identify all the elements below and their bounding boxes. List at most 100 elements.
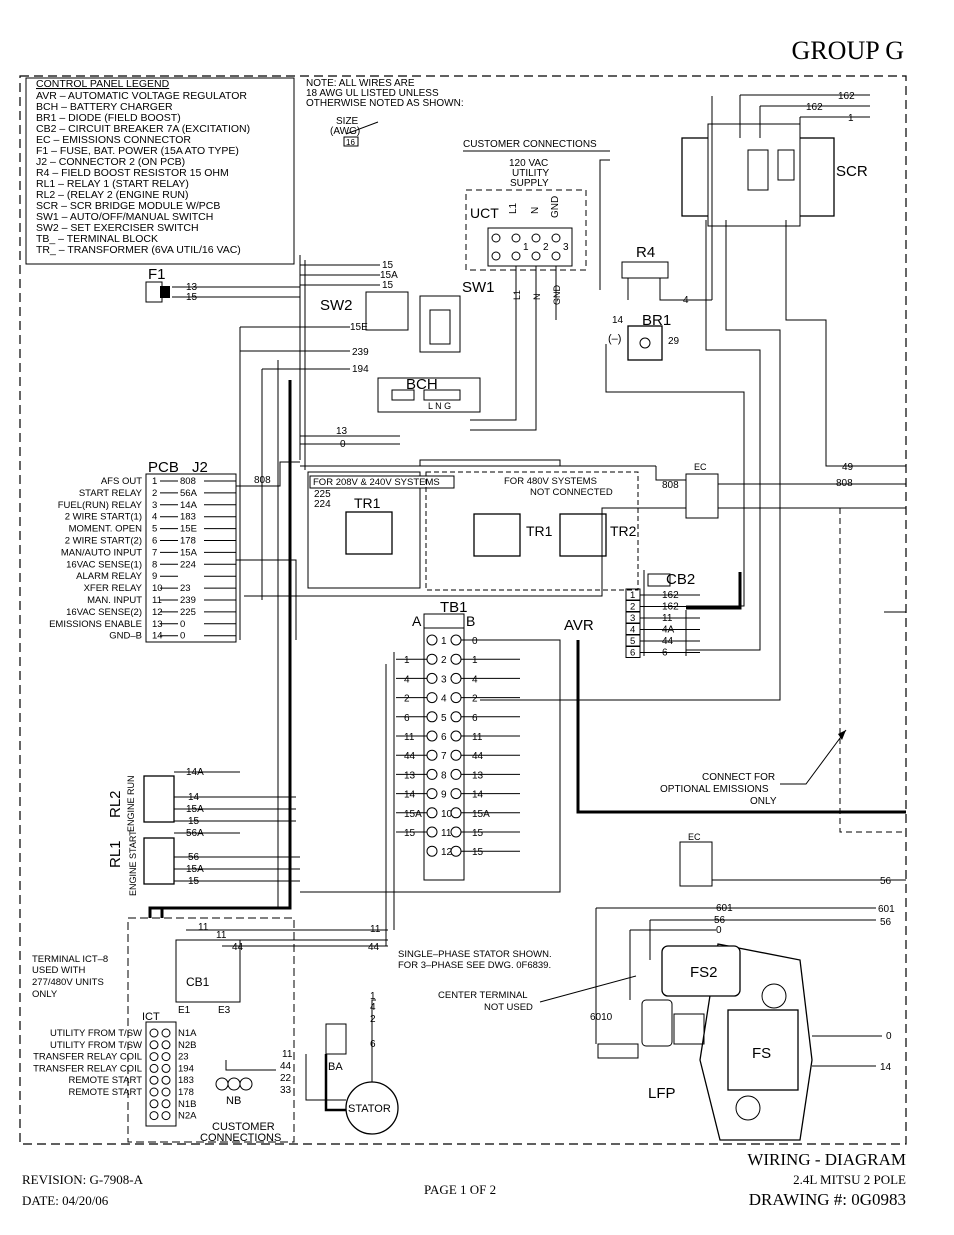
uct-num: 3	[563, 242, 569, 253]
ict-row-label: REMOTE START	[68, 1075, 142, 1086]
cb1-label: CB1	[186, 975, 210, 989]
wire-label: 44	[280, 1061, 292, 1072]
legend-title: CONTROL PANEL LEGEND	[36, 78, 170, 90]
note-line: OPTIONAL EMISSIONS	[660, 784, 769, 795]
pcb-pin-number: 11	[152, 595, 162, 606]
tb1-screw	[426, 826, 438, 838]
wire-label: 11	[216, 930, 227, 941]
center-note: NOT USED	[484, 1002, 533, 1013]
tb1-a-label: A	[412, 613, 422, 629]
pcb-pin-number: 7	[152, 547, 157, 558]
pcb-pin-number: 6	[152, 536, 157, 547]
cb2-pin-number: 2	[630, 602, 635, 613]
ict-row-wire: 183	[178, 1075, 194, 1086]
tb1-left-label: 2	[404, 694, 410, 705]
cb1-ict-area: CB1 E1 E3 TERMINAL ICT–8 USED WITH 277/4…	[32, 917, 388, 1144]
wire-label: 15	[382, 260, 394, 271]
ict-note-line: TERMINAL ICT–8	[32, 954, 108, 965]
tb1-right-label: 15A	[472, 809, 490, 820]
legend-item: RL2 – (RELAY 2 (ENGINE RUN)	[36, 189, 189, 201]
tb1-screw	[426, 653, 438, 665]
uct-num: 1	[523, 242, 529, 253]
drawing-title: WIRING - DIAGRAM	[747, 1150, 906, 1169]
tb1-row-number: 1	[441, 636, 447, 647]
pcb-pin-wire: 0	[180, 631, 185, 642]
pcb-pin-label: FUEL(RUN) RELAY	[58, 500, 143, 511]
cb2-pin-wire: 6	[662, 648, 668, 659]
relays: RL2 ENGINE RUN RL1 ENGINE START 14A 14 1…	[107, 767, 300, 896]
pcb-pin-number: 4	[152, 512, 157, 523]
f1-fuse: F1 13 15	[145, 266, 300, 303]
legend-item: SW2 – SET EXERCISER SWITCH	[36, 222, 199, 234]
tb1-row-number: 12	[441, 847, 453, 858]
wire-label: 808	[662, 480, 679, 491]
rl1-label: RL1	[107, 840, 124, 868]
tb1-right-label: 11	[472, 732, 483, 743]
ict-row-wire: N1B	[178, 1099, 196, 1110]
scr-label: SCR	[836, 163, 868, 180]
wire-label: 11	[282, 1049, 293, 1060]
uct-wire-label: N	[532, 294, 542, 301]
pcb-pin-label: 16VAC SENSE(1)	[66, 559, 142, 570]
pcb-pin-wire: 224	[180, 559, 196, 570]
pcb-pin-label: GND–B	[109, 631, 142, 642]
tb1-right-label: 15	[472, 828, 484, 839]
wire-label: 14	[612, 315, 624, 326]
legend-item: J2 – CONNECTOR 2 (ON PCB)	[36, 156, 185, 168]
tb1-screw	[450, 826, 462, 838]
sw2-label: SW2	[320, 297, 353, 314]
pcb-pin-label: 2 WIRE START(2)	[65, 536, 142, 547]
tb1-row-number: 11	[441, 828, 452, 839]
cb2-pin-number: 3	[630, 613, 635, 624]
tb1-screw	[450, 749, 462, 761]
ict-screw	[161, 1087, 171, 1097]
tr-480-label: NOT CONNECTED	[530, 487, 613, 498]
pcb-pin-number: 8	[152, 559, 157, 570]
tb1-row-number: 6	[441, 732, 447, 743]
pcb-pin-wire: 15A	[180, 547, 198, 558]
pcb-pin-number: 9	[152, 571, 157, 582]
wire-label: 6010	[590, 1012, 613, 1023]
pcb-pin-number: 14	[152, 631, 163, 642]
pcb-pin-label: MAN/AUTO INPUT	[61, 547, 142, 558]
ict-row-label: TRANSFER RELAY COIL	[33, 1052, 142, 1063]
wire-label: 4	[683, 295, 689, 306]
ict-screw	[149, 1075, 159, 1085]
awg-label: (AWG)	[330, 126, 360, 137]
wire-label: 15E	[350, 322, 368, 333]
wire-label: 1	[370, 991, 376, 1002]
rl2-label: RL2	[107, 790, 124, 818]
wire-label: 56	[880, 917, 892, 928]
fs-label: FS	[752, 1045, 771, 1062]
tb1-screw	[450, 788, 462, 800]
wire-label: 15	[186, 292, 198, 303]
size-label: SIZE	[336, 116, 359, 127]
cb2-pin-number: 5	[630, 636, 635, 647]
tb1-row-number: 2	[441, 655, 447, 666]
pcb-pin-label: EMISSIONS ENABLE	[49, 619, 142, 630]
tb1-screw	[426, 672, 438, 684]
ba-label: BA	[328, 1061, 343, 1073]
pcb-pin-label: ALARM RELAY	[76, 571, 142, 582]
ict-screw	[161, 1052, 171, 1062]
uct-wire-label: L1	[512, 290, 522, 300]
tb1-label: TB1	[440, 599, 468, 616]
avr-label: AVR	[564, 617, 594, 634]
tb1-left-label: 1	[404, 655, 410, 666]
tb1-screw	[450, 845, 462, 857]
pcb-pin-number: 5	[152, 524, 157, 535]
ict-screw	[161, 1111, 171, 1121]
pcb-pin-number: 1	[152, 476, 157, 487]
tb1-screw	[450, 768, 462, 780]
tb1-left-label: 4	[404, 674, 410, 685]
wire-label: 15A	[380, 270, 398, 281]
pcb-pin-number: 13	[152, 619, 163, 630]
uct-block-outline	[465, 189, 587, 271]
wire-label: 13	[336, 426, 348, 437]
ict-row-wire: 178	[178, 1087, 194, 1098]
wire-label: 15	[382, 280, 394, 291]
tb1-right-label: 15	[472, 847, 484, 858]
tb1-right-label: 2	[472, 694, 478, 705]
emissions-connector-bottom: EC 56	[679, 832, 906, 887]
ict-screw	[149, 1087, 159, 1097]
